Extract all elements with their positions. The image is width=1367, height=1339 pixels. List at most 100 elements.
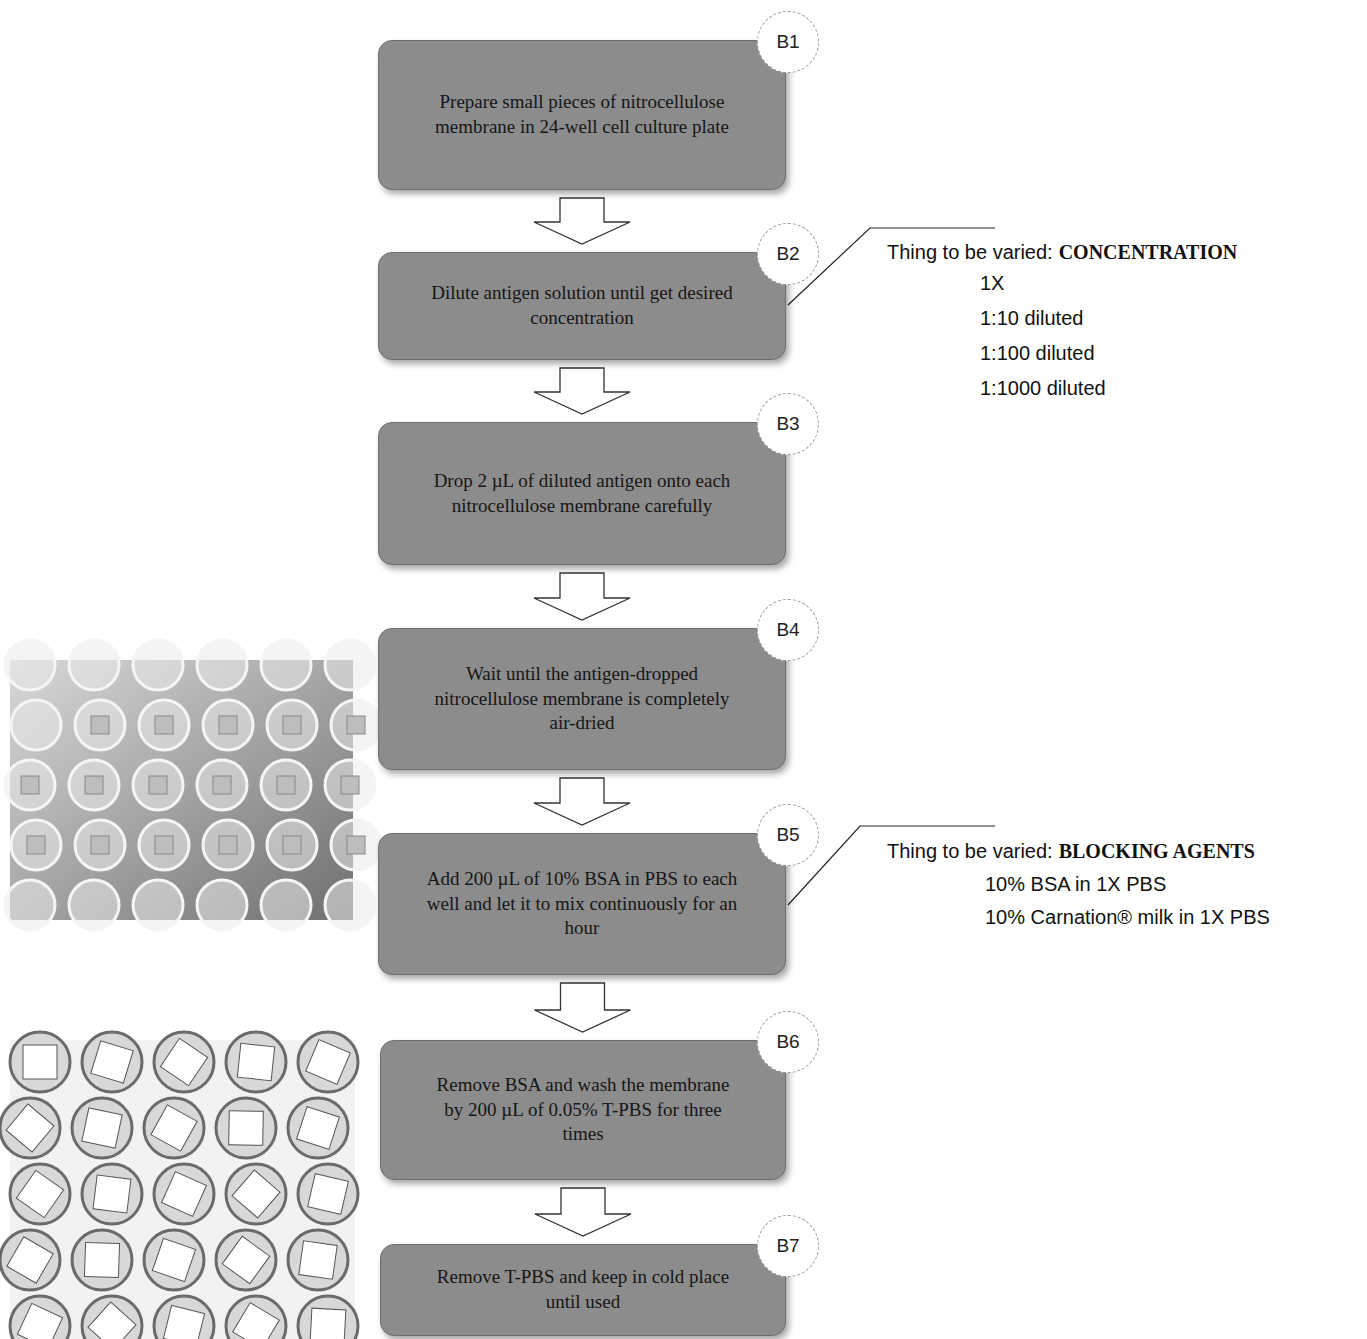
well: [69, 880, 119, 930]
step-text: Drop 2 µL of diluted antigen onto each n…: [423, 469, 741, 518]
well: [325, 760, 375, 810]
well: [11, 820, 61, 870]
membrane-piece: [151, 1105, 197, 1151]
plate-photo: [5, 640, 381, 930]
membrane-piece: [347, 836, 365, 854]
leader-line: [788, 228, 995, 905]
step-text: Add 200 µL of 10% BSA in PBS to each wel…: [423, 867, 741, 941]
step-number: B1: [757, 11, 819, 73]
well: [69, 760, 119, 810]
well: [0, 1098, 60, 1158]
well: [197, 640, 247, 690]
membrane-piece: [82, 1108, 122, 1148]
well: [144, 1230, 204, 1290]
step-number: B5: [757, 804, 819, 866]
well: [288, 1230, 348, 1290]
well: [72, 1230, 132, 1290]
well: [267, 820, 317, 870]
membrane-piece: [297, 1107, 340, 1150]
membrane-piece: [308, 1174, 349, 1215]
flow-arrow: [535, 1188, 631, 1236]
well: [5, 760, 55, 810]
parameter-note: 1:100 diluted: [980, 342, 1095, 365]
well: [267, 700, 317, 750]
plate-photo: [0, 1032, 358, 1339]
step-text: Wait until the antigen-dropped nitrocell…: [423, 662, 741, 736]
membrane-piece: [347, 716, 365, 734]
membrane-piece: [277, 776, 295, 794]
well: [226, 1164, 286, 1224]
well: [203, 820, 253, 870]
parameter-heading: CONCENTRATION: [1059, 241, 1238, 264]
flow-arrow: [534, 573, 630, 620]
membrane-piece: [88, 1302, 136, 1339]
well: [75, 820, 125, 870]
membrane-piece: [152, 1238, 195, 1281]
well: [298, 1164, 358, 1224]
well: [226, 1032, 286, 1092]
membrane-piece: [7, 1237, 53, 1283]
parameter-note: 10% Carnation® milk in 1X PBS: [985, 906, 1270, 929]
well: [139, 820, 189, 870]
membrane-piece: [91, 836, 109, 854]
membrane-piece: [162, 1172, 207, 1217]
membrane-piece: [163, 1305, 204, 1339]
parameter-note: Thing to be varied:: [887, 241, 1053, 264]
process-box: B5Add 200 µL of 10% BSA in PBS to each w…: [378, 833, 786, 975]
well: [72, 1098, 132, 1158]
well: [154, 1296, 214, 1339]
well: [331, 700, 381, 750]
well: [261, 640, 311, 690]
membrane-piece: [310, 1308, 346, 1339]
well: [261, 880, 311, 930]
well: [82, 1296, 142, 1339]
well: [82, 1032, 142, 1092]
membrane-piece: [21, 776, 39, 794]
well: [133, 640, 183, 690]
membrane-piece: [91, 716, 109, 734]
well: [298, 1032, 358, 1092]
well: [216, 1230, 276, 1290]
process-box: B6Remove BSA and wash the membrane by 20…: [380, 1040, 786, 1180]
process-box: B3Drop 2 µL of diluted antigen onto each…: [378, 422, 786, 565]
parameter-note: 10% BSA in 1X PBS: [985, 873, 1166, 896]
well: [10, 1296, 70, 1339]
flow-arrow: [535, 983, 631, 1032]
membrane-piece: [155, 716, 173, 734]
well: [203, 700, 253, 750]
well: [325, 640, 375, 690]
step-number: B6: [757, 1011, 819, 1073]
membrane-piece: [299, 1241, 337, 1279]
process-box: B1Prepare small pieces of nitrocellulose…: [378, 40, 786, 190]
well: [75, 700, 125, 750]
step-text: Dilute antigen solution until get desire…: [423, 281, 741, 330]
membrane-piece: [283, 716, 301, 734]
membrane-piece: [23, 1045, 57, 1079]
well: [261, 760, 311, 810]
membrane-piece: [27, 836, 45, 854]
membrane-piece: [229, 1111, 264, 1146]
parameter-heading: BLOCKING AGENTS: [1059, 840, 1255, 863]
step-number: B4: [757, 599, 819, 661]
well: [197, 760, 247, 810]
well: [82, 1164, 142, 1224]
well: [144, 1098, 204, 1158]
well: [133, 880, 183, 930]
well: [154, 1164, 214, 1224]
membrane-piece: [213, 776, 231, 794]
step-number: B3: [757, 393, 819, 455]
membrane-piece: [149, 776, 167, 794]
flow-arrow: [534, 198, 630, 244]
well: [216, 1098, 276, 1158]
step-text: Remove T-PBS and keep in cold place unti…: [425, 1265, 741, 1314]
step-number: B2: [757, 223, 819, 285]
membrane-piece: [155, 836, 173, 854]
well: [298, 1296, 358, 1339]
process-box: B7Remove T-PBS and keep in cold place un…: [380, 1244, 786, 1336]
well: [325, 880, 375, 930]
membrane-piece: [283, 836, 301, 854]
membrane-piece: [85, 776, 103, 794]
step-number: B7: [757, 1215, 819, 1277]
flow-arrow: [534, 778, 630, 825]
